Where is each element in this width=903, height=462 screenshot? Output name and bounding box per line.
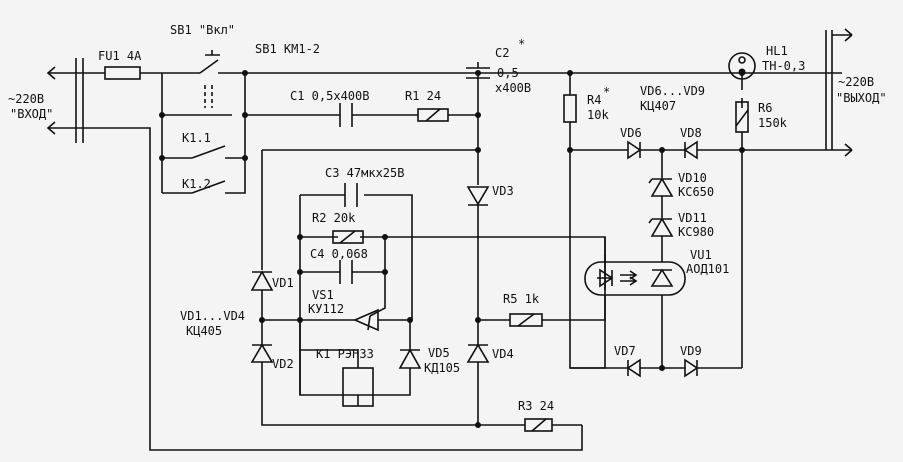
junctions: [159, 70, 745, 428]
label-vd11-type: КС980: [678, 225, 714, 239]
label-r6-val: 150k: [758, 116, 788, 130]
label-r5: R5 1k: [503, 292, 540, 306]
diode-vd1: [250, 270, 274, 291]
label-r4-name: R4: [587, 93, 601, 107]
label-vd9: VD9: [680, 344, 702, 358]
thyristor-vs1: [352, 308, 379, 332]
labels: SB1 "Вкл" SB1 КМ1-2 FU1 4А ~220В "ВХОД" …: [8, 23, 887, 413]
label-sb1-title: SB1 "Вкл": [170, 23, 235, 37]
capacitor-c1: [339, 103, 353, 127]
wires: [46, 28, 853, 451]
diode-vd6: [627, 140, 642, 160]
diode-vd7: [626, 358, 641, 378]
label-k12: К1.2: [182, 177, 211, 191]
label-r3: R3 24: [518, 399, 554, 413]
label-vd7: VD7: [614, 344, 636, 358]
capacitor-c2: [466, 62, 490, 79]
label-vd11-name: VD11: [678, 211, 707, 225]
switch-sb1: [199, 50, 220, 108]
label-input-name: "ВХОД": [10, 107, 53, 121]
relay-contact-k12: [191, 180, 226, 194]
label-vd1: VD1: [272, 276, 294, 290]
label-c2-volt: х400В: [495, 81, 531, 95]
label-r6-name: R6: [758, 101, 772, 115]
label-vd1-vd4: VD1...VD4: [180, 309, 245, 323]
diode-vd4: [466, 343, 490, 363]
diode-vd5: [398, 348, 422, 369]
diode-vd2: [250, 343, 274, 363]
label-sb1-km: SB1 КМ1-2: [255, 42, 320, 56]
relay-contact-k11: [191, 145, 226, 159]
label-vs1-type: КУ112: [308, 302, 344, 316]
label-output-voltage: ~220В: [838, 75, 874, 89]
capacitor-c4: [339, 260, 353, 284]
label-c2-star: *: [518, 37, 525, 51]
label-vd6-vd9-type: КЦ407: [640, 99, 676, 113]
label-c4: С4 0,068: [310, 247, 368, 261]
capacitor-c3: [344, 183, 358, 207]
resistor-r4: [563, 94, 577, 123]
label-fu1: FU1 4А: [98, 49, 142, 63]
label-r4-val: 10k: [587, 108, 609, 122]
resistor-r6: [735, 101, 749, 133]
fuse-fu1: [104, 66, 141, 80]
label-vd6: VD6: [620, 126, 642, 140]
label-vd10-name: VD10: [678, 171, 707, 185]
label-vd5-name: VD5: [428, 346, 450, 360]
label-vd10-type: КС650: [678, 185, 714, 199]
label-c2-val: 0,5: [497, 66, 519, 80]
resistor-r1: [417, 108, 449, 122]
label-c2-name: С2: [495, 46, 509, 60]
diode-vd3: [466, 186, 490, 206]
label-vd2: VD2: [272, 357, 294, 371]
label-vd8: VD8: [680, 126, 702, 140]
label-hl1-name: HL1: [766, 44, 788, 58]
diode-vd8: [683, 140, 698, 160]
label-vu1-type: АОД101: [686, 262, 729, 276]
zener-vd10: [648, 177, 674, 197]
label-r4-star: *: [603, 85, 610, 99]
resistor-r3: [524, 418, 553, 432]
resistor-r5: [509, 313, 543, 327]
diode-vd9: [684, 358, 699, 378]
resistor-r2: [332, 230, 364, 244]
label-r2: R2 20k: [312, 211, 356, 225]
label-r1: R1 24: [405, 89, 441, 103]
zener-vd11: [648, 217, 674, 237]
label-vs1-name: VS1: [312, 288, 334, 302]
label-vd5-type: КД105: [424, 361, 460, 375]
label-output-name: "ВЫХОД": [836, 91, 887, 105]
label-vd6-vd9: VD6...VD9: [640, 84, 705, 98]
label-input-voltage: ~220В: [8, 92, 44, 106]
label-c3: С3 47мкх25В: [325, 166, 404, 180]
relay-coil-k1: [300, 349, 374, 407]
label-hl1-type: ТН-0,3: [762, 59, 805, 73]
label-k11: К1.1: [182, 131, 211, 145]
label-c1: С1 0,5х400В: [290, 89, 369, 103]
optocoupler-vu1: [584, 255, 686, 300]
label-k1: К1 РЭН33: [316, 347, 374, 361]
label-vd1-vd4-type: КЦ405: [186, 324, 222, 338]
label-vd4: VD4: [492, 347, 514, 361]
label-vu1-name: VU1: [690, 248, 712, 262]
label-vd3: VD3: [492, 184, 514, 198]
